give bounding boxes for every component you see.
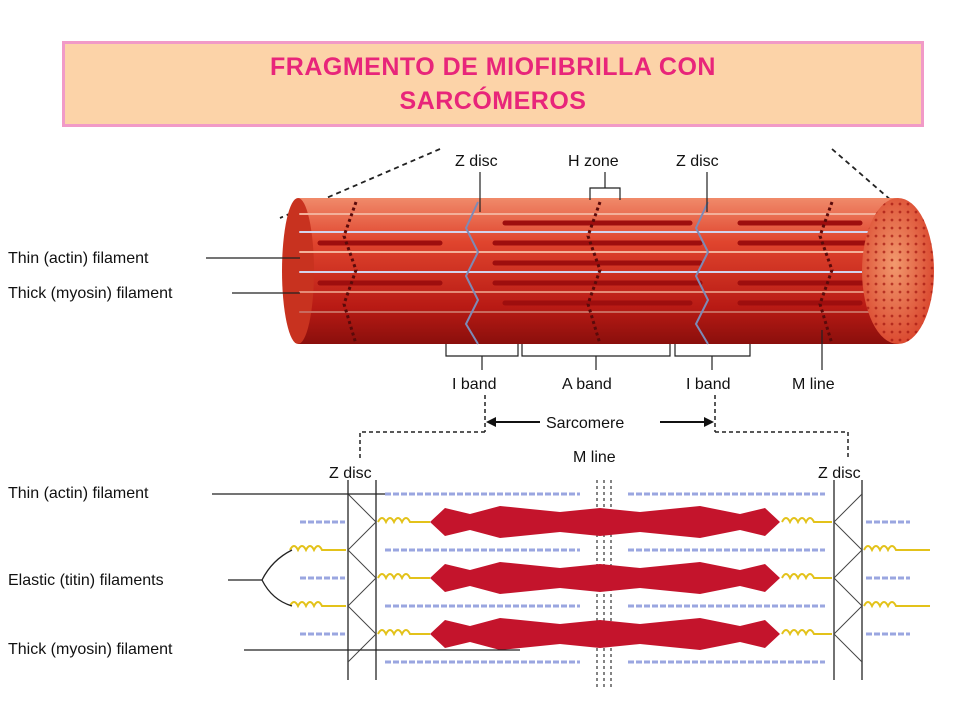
label-thin-filament-bottom: Thin (actin) filament <box>8 485 149 502</box>
sarcomere-detail <box>289 480 930 690</box>
label-z-disc-bottom-right: Z disc <box>818 465 861 482</box>
label-i-band-left: I band <box>452 376 496 393</box>
label-m-line-bottom: M line <box>573 449 616 466</box>
label-z-disc-right: Z disc <box>676 153 719 170</box>
label-i-band-right: I band <box>686 376 730 393</box>
label-sarcomere: Sarcomere <box>546 415 624 432</box>
label-thin-filament-top: Thin (actin) filament <box>8 250 149 267</box>
label-m-line-top: M line <box>792 376 835 393</box>
label-thick-filament-bottom: Thick (myosin) filament <box>8 641 173 658</box>
label-elastic-filaments: Elastic (titin) filaments <box>8 572 164 589</box>
myofibril-cylinder <box>279 148 934 345</box>
title-banner: FRAGMENTO DE MIOFIBRILLA CON SARCÓMEROS <box>62 41 924 127</box>
label-z-disc-bottom-left: Z disc <box>329 465 372 482</box>
title-line-2: SARCÓMEROS <box>399 87 587 115</box>
label-thick-filament-top: Thick (myosin) filament <box>8 285 173 302</box>
label-a-band: A band <box>562 376 612 393</box>
label-z-disc-left: Z disc <box>455 153 498 170</box>
title-line-1: FRAGMENTO DE MIOFIBRILLA CON <box>270 53 716 81</box>
label-h-zone: H zone <box>568 153 619 170</box>
